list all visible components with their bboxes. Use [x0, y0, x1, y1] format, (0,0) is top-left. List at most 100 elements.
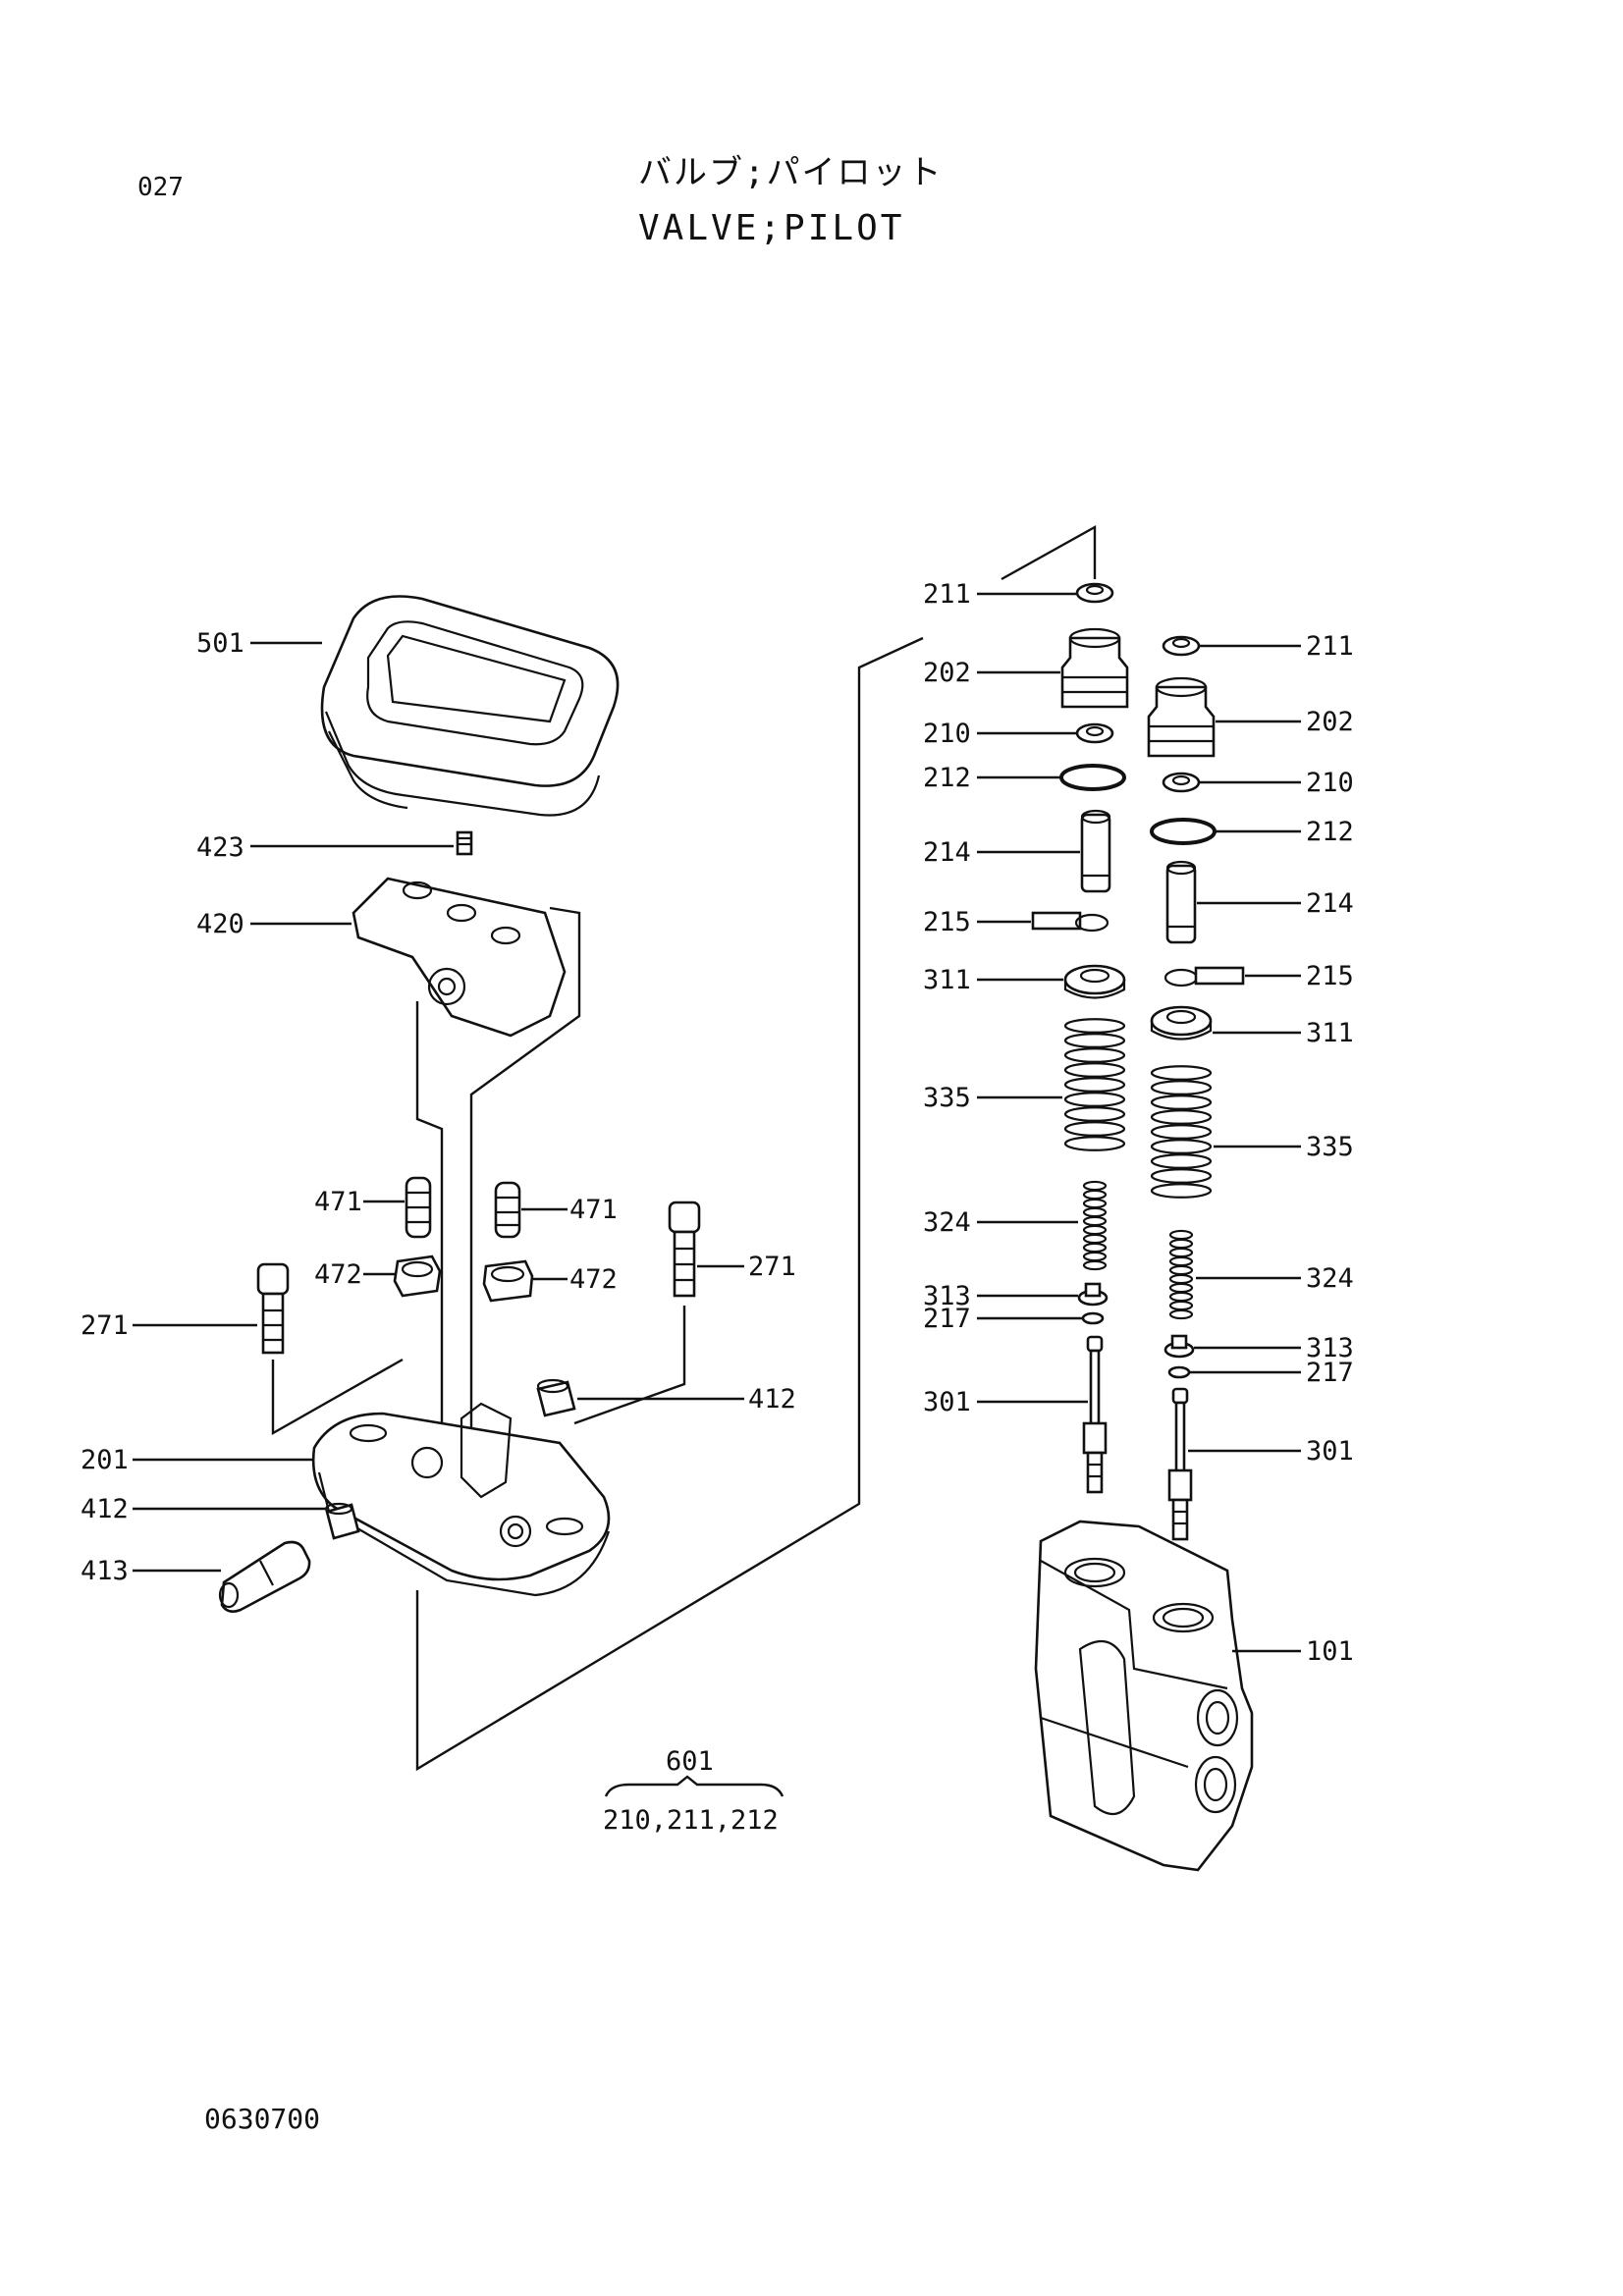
label-311-b: 311 — [1306, 1018, 1354, 1048]
part-311-seat-a — [1063, 964, 1126, 999]
spring-coil — [1150, 1095, 1213, 1110]
label-471-left: 471 — [314, 1187, 362, 1217]
part-324-spring-a — [1082, 1180, 1108, 1271]
label-214-b: 214 — [1306, 888, 1354, 919]
label-472-left: 472 — [314, 1259, 362, 1290]
label-324-b: 324 — [1306, 1263, 1354, 1294]
spring-coil — [1063, 1136, 1126, 1151]
part-412-bushing-right — [536, 1378, 576, 1417]
spring-coil — [1150, 1168, 1213, 1184]
label-201: 201 — [81, 1445, 129, 1475]
spring-coil — [1082, 1251, 1108, 1262]
spring-coil — [1082, 1189, 1108, 1201]
spring-coil — [1082, 1180, 1108, 1192]
part-301-spool-a — [1082, 1335, 1108, 1494]
part-271-bolt-right — [668, 1201, 701, 1298]
spring-coil — [1063, 1121, 1126, 1137]
spring-coil — [1168, 1238, 1194, 1250]
spring-coil — [1168, 1247, 1194, 1258]
spring-coil — [1150, 1109, 1213, 1125]
assembly-line-420 — [469, 906, 581, 1512]
assembly-line-to-body — [415, 636, 924, 1772]
label-335-a: 335 — [923, 1083, 971, 1113]
spring-coil — [1082, 1198, 1108, 1209]
spring-coil — [1168, 1300, 1194, 1311]
spring-coil — [1168, 1273, 1194, 1285]
part-202-plug-a — [1060, 627, 1129, 709]
part-210-seal-a — [1075, 722, 1114, 744]
diagram-title: VALVE;PILOT — [638, 208, 905, 248]
spring-coil — [1082, 1206, 1108, 1218]
part-335-spring-a — [1063, 1018, 1126, 1151]
spring-coil — [1150, 1065, 1213, 1081]
assembly-line-271-right — [573, 1306, 686, 1425]
label-412-right: 412 — [748, 1384, 796, 1415]
part-412-bushing-left — [324, 1502, 360, 1540]
page-number: 027 — [137, 173, 184, 202]
part-211-washer-a — [1075, 582, 1114, 604]
label-423: 423 — [196, 832, 244, 863]
kit-brace — [604, 1775, 784, 1797]
label-210-a: 210 — [923, 719, 971, 749]
label-301-b: 301 — [1306, 1436, 1354, 1467]
label-471-right: 471 — [569, 1195, 618, 1225]
assembly-line-420b — [415, 1001, 444, 1492]
diagram-title-japanese: バルブ;パイロット — [638, 153, 944, 192]
spring-coil — [1150, 1080, 1213, 1095]
part-212-oring-b — [1150, 818, 1217, 845]
part-324-spring-b — [1168, 1229, 1194, 1320]
part-202-plug-b — [1147, 676, 1216, 758]
spring-coil — [1082, 1259, 1108, 1271]
part-101-valve-body — [1034, 1520, 1254, 1872]
part-501-boot — [320, 595, 620, 817]
document-code: 0630700 — [204, 2103, 321, 2135]
label-412-left-text: 412 — [81, 1494, 129, 1524]
label-101: 101 — [1306, 1636, 1354, 1667]
label-211-b: 211 — [1306, 631, 1354, 662]
part-214-guide-a — [1080, 809, 1111, 893]
label-271-right: 271 — [748, 1252, 796, 1282]
spring-coil — [1082, 1242, 1108, 1254]
assembly-line-top — [1001, 524, 1097, 581]
spring-coil — [1063, 1033, 1126, 1048]
label-217-a: 217 — [923, 1304, 971, 1334]
part-217-ring-b — [1167, 1365, 1191, 1379]
spring-coil — [1150, 1139, 1213, 1154]
label-217-b: 217 — [1306, 1358, 1354, 1388]
part-214-guide-b — [1165, 860, 1197, 944]
spring-coil — [1082, 1224, 1108, 1236]
spring-coil — [1168, 1308, 1194, 1320]
label-472-right: 472 — [569, 1264, 618, 1295]
part-420-plate — [352, 877, 567, 1038]
label-335-b: 335 — [1306, 1132, 1354, 1162]
part-471-pin-right — [494, 1181, 521, 1239]
part-212-oring-a — [1059, 764, 1126, 791]
part-311-seat-b — [1150, 1005, 1213, 1041]
part-335-spring-b — [1150, 1065, 1213, 1199]
part-472-nut-right — [482, 1259, 534, 1303]
part-413-pin — [218, 1540, 311, 1613]
label-324-a: 324 — [923, 1207, 971, 1238]
part-313-washer-a — [1077, 1282, 1109, 1307]
label-501: 501 — [196, 628, 244, 659]
spring-coil — [1150, 1183, 1213, 1199]
part-271-bolt-left — [256, 1262, 290, 1355]
label-202-a: 202 — [923, 658, 971, 688]
label-202-b: 202 — [1306, 707, 1354, 737]
spring-coil — [1082, 1215, 1108, 1227]
part-215-clip-a — [1031, 911, 1109, 933]
label-301-a: 301 — [923, 1387, 971, 1417]
label-215-b: 215 — [1306, 961, 1354, 991]
spring-coil — [1063, 1092, 1126, 1107]
label-313-a: 313 — [923, 1281, 971, 1311]
spring-coil — [1168, 1255, 1194, 1267]
spring-coil — [1063, 1077, 1126, 1093]
spring-coil — [1063, 1047, 1126, 1063]
label-214-a: 214 — [923, 837, 971, 868]
kit-contents: 210,211,212 — [603, 1805, 779, 1836]
spring-coil — [1063, 1062, 1126, 1078]
label-313-b: 313 — [1306, 1333, 1354, 1363]
spring-coil — [1168, 1282, 1194, 1294]
spring-coil — [1168, 1264, 1194, 1276]
